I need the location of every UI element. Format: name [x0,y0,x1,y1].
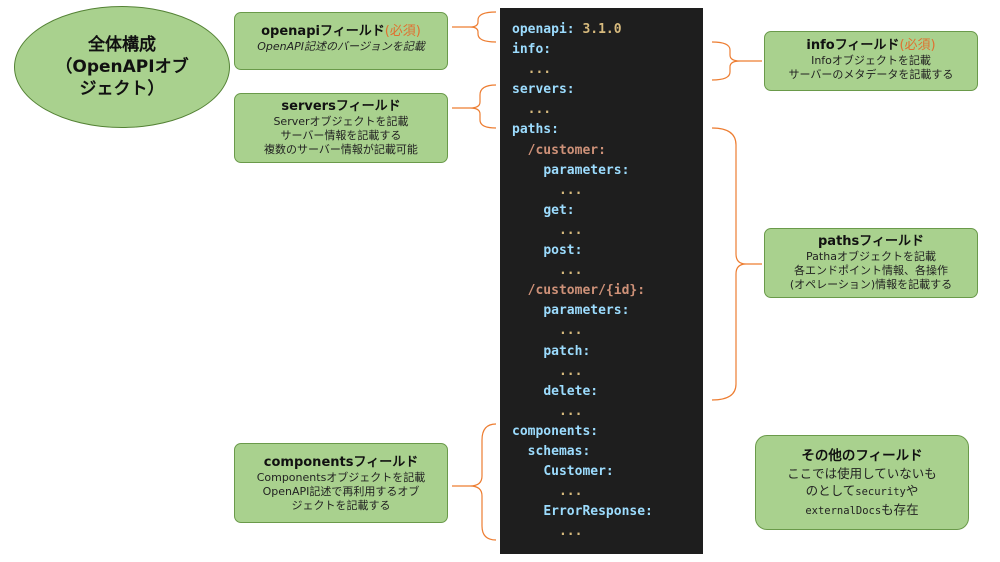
code-line: Customer: [512,462,703,482]
overview-line-2: （OpenAPIオブ [55,57,189,77]
code-line: schemas: [512,442,703,462]
servers-field-desc-2: サーバー情報を記載する [280,129,402,142]
yaml-code-panel: openapi: 3.1.0 info: ... servers: ... paths… [500,8,703,554]
paths-bracket [711,127,762,401]
components-field-desc-1: Componentsオブジェクトを記載 [256,471,426,484]
code-token: ... [558,524,583,540]
externaldocs-code: externalDocs [805,505,882,517]
code-token: ... [558,323,583,339]
code-line: ... [512,60,703,80]
paths-field-desc-2: 各エンドポイント情報、各操作 [794,264,948,277]
code-line: ... [512,482,703,502]
code-line: post: [512,241,703,261]
code-token: /customer: [527,142,606,158]
code-line: ErrorResponse: [512,502,703,522]
openapi-field-title: openapiフィールド(必須) [241,23,441,40]
code-token: ... [527,62,552,78]
code-token: components: [512,423,599,439]
servers-field-box: serversフィールド Serverオブジェクトを記載 サーバー情報を記載する… [234,93,448,163]
code-token: ... [527,102,552,118]
code-line: ... [512,402,703,422]
code-token: get: [543,202,575,218]
code-token: ... [558,222,583,238]
code-line: ... [512,100,703,120]
code-token: parameters: [543,162,630,178]
openapi-required-mark: (必須) [384,24,421,39]
code-line: ... [512,522,703,542]
other-fields-desc-3: externalDocsも存在 [805,502,919,517]
components-bracket [452,423,497,541]
overview-line-1: 全体構成 [88,35,156,55]
code-line: ... [512,221,703,241]
servers-field-desc-3: 複数のサーバー情報が記載可能 [264,143,418,156]
code-token: ErrorResponse: [543,504,653,520]
code-token: servers: [512,82,575,98]
info-bracket [711,41,762,81]
info-field-box: infoフィールド(必須) Infoオブジェクトを記載 サーバーのメタデータを記… [764,31,978,91]
code-token: openapi: [512,22,583,37]
code-line: ... [512,362,703,382]
code-token: ... [558,263,583,279]
other-fields-title: その他のフィールド [801,448,923,464]
servers-field-title: serversフィールド [281,99,401,114]
components-field-title: componentsフィールド [263,455,419,470]
info-field-desc-1: Infoオブジェクトを記載 [811,54,931,67]
code-token: 3.1.0 [582,22,622,37]
code-line: parameters: [512,301,703,321]
code-token: post: [543,243,583,259]
code-line: ... [512,321,703,341]
code-token: /customer/{id}: [527,283,646,299]
code-line: paths: [512,120,703,140]
code-token: ... [558,484,583,500]
security-code: security [855,486,906,498]
overview-ellipse: 全体構成 （OpenAPIオブ ジェクト） [14,6,230,128]
paths-field-desc-1: Pathaオブジェクトを記載 [806,250,936,263]
code-line: openapi: 3.1.0 [512,20,703,40]
code-line: ... [512,261,703,281]
openapi-bracket [452,11,497,43]
code-line: /customer: [512,141,703,161]
openapi-field-name: openapiフィールド [261,24,385,39]
code-line: /customer/{id}: [512,281,703,301]
code-token: schemas: [527,443,591,459]
openapi-field-desc: OpenAPI記述のバージョンを記載 [257,40,425,53]
info-required-mark: (必須) [899,38,936,53]
code-line: get: [512,201,703,221]
paths-field-title: pathsフィールド [817,234,925,249]
other-fields-box: その他のフィールド ここでは使用していないも のとしてsecurityや ext… [755,435,969,530]
code-token: ... [558,182,583,198]
info-field-title: infoフィールド(必須) [771,37,971,54]
code-line: servers: [512,80,703,100]
code-token: parameters: [543,303,630,319]
other-fields-desc-2: のとしてsecurityや [805,483,919,498]
code-line: info: [512,40,703,60]
code-token: paths: [512,122,559,138]
code-line: parameters: [512,161,703,181]
code-line: patch: [512,342,703,362]
code-token: patch: [543,343,591,359]
servers-field-desc-1: Serverオブジェクトを記載 [273,115,409,128]
components-field-desc-3: ジェクトを記載する [291,499,391,512]
info-field-desc-2: サーバーのメタデータを記載する [788,68,954,81]
paths-field-box: pathsフィールド Pathaオブジェクトを記載 各エンドポイント情報、各操作… [764,228,978,298]
overview-line-3: ジェクト） [79,79,165,99]
other-fields-desc-1: ここでは使用していないも [787,466,937,481]
components-field-box: componentsフィールド Componentsオブジェクトを記載 Open… [234,443,448,523]
code-token: info: [512,42,552,58]
components-field-desc-2: OpenAPI記述で再利用するオブ [262,485,420,498]
code-token: Customer: [543,464,614,480]
info-field-name: infoフィールド [806,38,900,53]
openapi-field-box: openapiフィールド(必須) OpenAPI記述のバージョンを記載 [234,12,448,70]
paths-field-desc-3: (オペレーション)情報を記載する [789,278,953,291]
servers-bracket [452,84,497,129]
code-line: components: [512,422,703,442]
code-token: ... [558,363,583,379]
code-token: ... [558,403,583,419]
code-line: delete: [512,382,703,402]
code-line: ... [512,181,703,201]
code-token: delete: [543,383,599,399]
